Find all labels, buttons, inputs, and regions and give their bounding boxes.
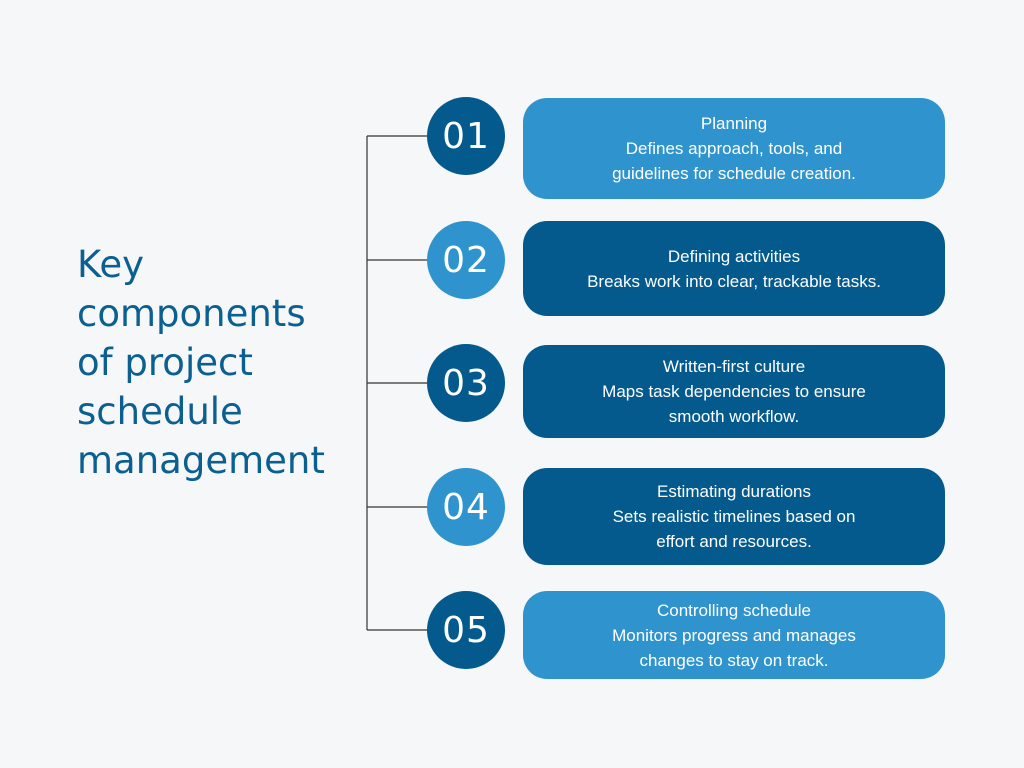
step-title: Planning	[700, 114, 768, 133]
step-number-01: 01	[427, 97, 505, 175]
step-description-line: smooth workflow.	[668, 407, 800, 426]
step-description-line: Monitors progress and manages	[612, 625, 856, 645]
step-title: Controlling schedule	[656, 600, 812, 620]
step-description-line: Sets realistic timelines based on	[612, 507, 856, 526]
step-description-line: Maps task dependencies to ensure	[602, 382, 866, 401]
step-description-line: guidelines for schedule creation.	[612, 164, 856, 183]
step-number-03: 03	[427, 344, 505, 422]
step-description-line: changes to stay on track.	[639, 650, 829, 670]
title-line: management	[77, 439, 325, 482]
step-description-line: Breaks work into clear, trackable tasks.	[587, 271, 881, 291]
title-line: components	[77, 292, 306, 335]
step-card-planning: Planning Defines approach, tools, and gu…	[523, 98, 945, 199]
step-card-controlling-schedule: Controlling schedule Monitors progress a…	[523, 591, 945, 679]
step-number-02: 02	[427, 221, 505, 299]
title-line: Key	[77, 243, 145, 286]
step-number-05: 05	[427, 591, 505, 669]
step-description-line: effort and resources.	[656, 532, 812, 551]
page-title: Key components of project schedule manag…	[77, 240, 367, 485]
step-card-defining-activities: Defining activities Breaks work into cle…	[523, 221, 945, 316]
step-title: Estimating durations	[656, 482, 812, 501]
step-card-estimating-durations: Estimating durations Sets realistic time…	[523, 468, 945, 565]
title-line: of project	[77, 341, 253, 384]
step-card-written-first-culture: Written-first culture Maps task dependen…	[523, 345, 945, 438]
step-title: Written-first culture	[662, 357, 806, 376]
step-description-line: Defines approach, tools, and	[625, 139, 843, 158]
step-number-04: 04	[427, 468, 505, 546]
step-title: Defining activities	[667, 246, 801, 266]
title-line: schedule	[77, 390, 243, 433]
